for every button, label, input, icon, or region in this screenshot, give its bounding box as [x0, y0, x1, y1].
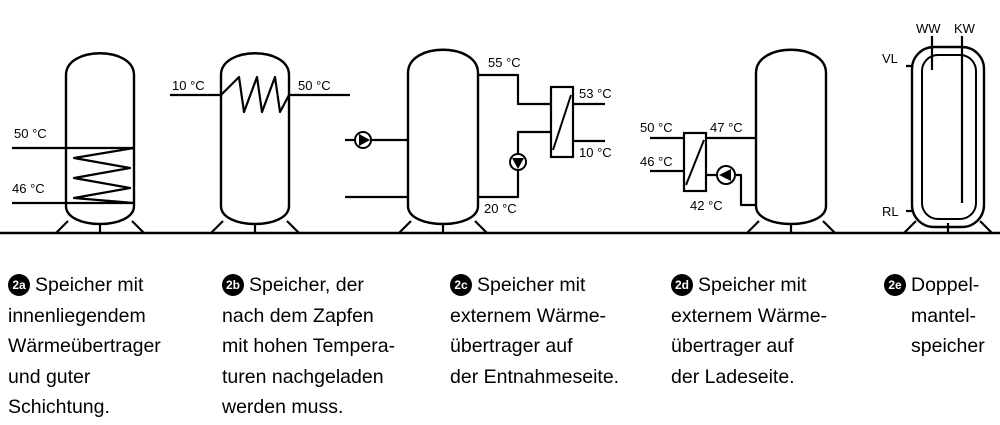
diagram-2b: 10 °C 50 °C: [170, 52, 350, 235]
badge-2d: 2d: [671, 274, 693, 296]
caption-2b-line: turen nachgeladen: [222, 365, 384, 388]
label-2c-out: 55 °C: [488, 55, 521, 70]
caption-2a-line: Wärmeübertrager: [8, 335, 161, 357]
caption-2b-line: werden muss.: [222, 396, 344, 418]
label-2e-ww: WW: [916, 21, 941, 36]
label-2d-return: 42 °C: [690, 198, 723, 213]
caption-2c-line: der Entnahmeseite.: [450, 365, 620, 388]
tank-2b: [219, 52, 291, 226]
caption-2a-line: Schichtung.: [8, 396, 110, 418]
diagram-2c: 55 °C 53 °C 10 °C 20 °C: [345, 48, 612, 235]
pump-2c-loop-arrow: [512, 158, 524, 169]
badge-2a: 2a: [8, 274, 30, 296]
caption-2a-line: innenliegendem: [8, 304, 146, 327]
tank-2d: [754, 48, 828, 226]
label-2a-top: 50 °C: [14, 126, 47, 141]
caption-2a-line: Speicher mit: [35, 274, 144, 296]
caption-2e-line: speicher: [911, 335, 985, 357]
coil-2a: [12, 146, 136, 205]
caption-2c-line: übertrager auf: [450, 335, 573, 357]
caption-2d-line: der Ladeseite.: [671, 365, 795, 388]
label-2c-return: 20 °C: [484, 201, 517, 216]
tank-2e-inner: [921, 54, 977, 220]
label-2b-left: 10 °C: [172, 78, 205, 93]
coil-2b: [170, 75, 350, 114]
caption-2d-line: Speicher mit: [698, 274, 807, 296]
label-2e-kw: KW: [954, 21, 976, 36]
badge-2e: 2e: [884, 274, 906, 296]
pump-2c-left-arrow: [359, 134, 370, 146]
caption-2c-line: Speicher mit: [477, 274, 586, 296]
label-2e-vl: VL: [882, 51, 898, 66]
tank-2a: [64, 52, 136, 226]
label-2c-hx-hot: 53 °C: [579, 86, 612, 101]
label-2e-rl: RL: [882, 204, 899, 219]
caption-2d-line: übertrager auf: [671, 335, 794, 357]
tank-2c: [406, 48, 480, 226]
diagram-2d: 50 °C 47 °C 46 °C 42 °C: [640, 48, 837, 235]
caption-2e-line: mantel-: [911, 304, 977, 327]
caption-2b-line: mit hohen Tempera-: [222, 335, 396, 357]
label-2c-hx-cold: 10 °C: [579, 145, 612, 160]
caption-2b-line: Speicher, der: [249, 274, 364, 296]
caption-2e-line: Doppel-: [911, 274, 980, 296]
caption-2a-line: und guter: [8, 365, 91, 388]
caption-2b-line: nach dem Zapfen: [222, 304, 374, 327]
label-2b-right: 50 °C: [298, 78, 331, 93]
storage-diagrams: 50 °C 46 °C 10 °C 50 °C 55 °C 53 °C 10 °…: [0, 21, 1000, 235]
badge-2b: 2b: [222, 274, 244, 296]
caption-2d-line: externem Wärme-: [671, 304, 828, 327]
badge-2c: 2c: [450, 274, 472, 296]
pipe-2c-supply: [478, 73, 551, 106]
pump-2d-arrow: [719, 169, 731, 181]
diagram-2a: 50 °C 46 °C: [12, 52, 146, 235]
label-2d-out-hot: 47 °C: [710, 120, 743, 135]
label-2d-in-cold: 46 °C: [640, 154, 673, 169]
label-2a-bottom: 46 °C: [12, 181, 45, 196]
diagram-2e: WW KW VL RL: [882, 21, 994, 235]
label-2d-in-hot: 50 °C: [640, 120, 673, 135]
caption-2c-line: externem Wärme-: [450, 304, 607, 327]
